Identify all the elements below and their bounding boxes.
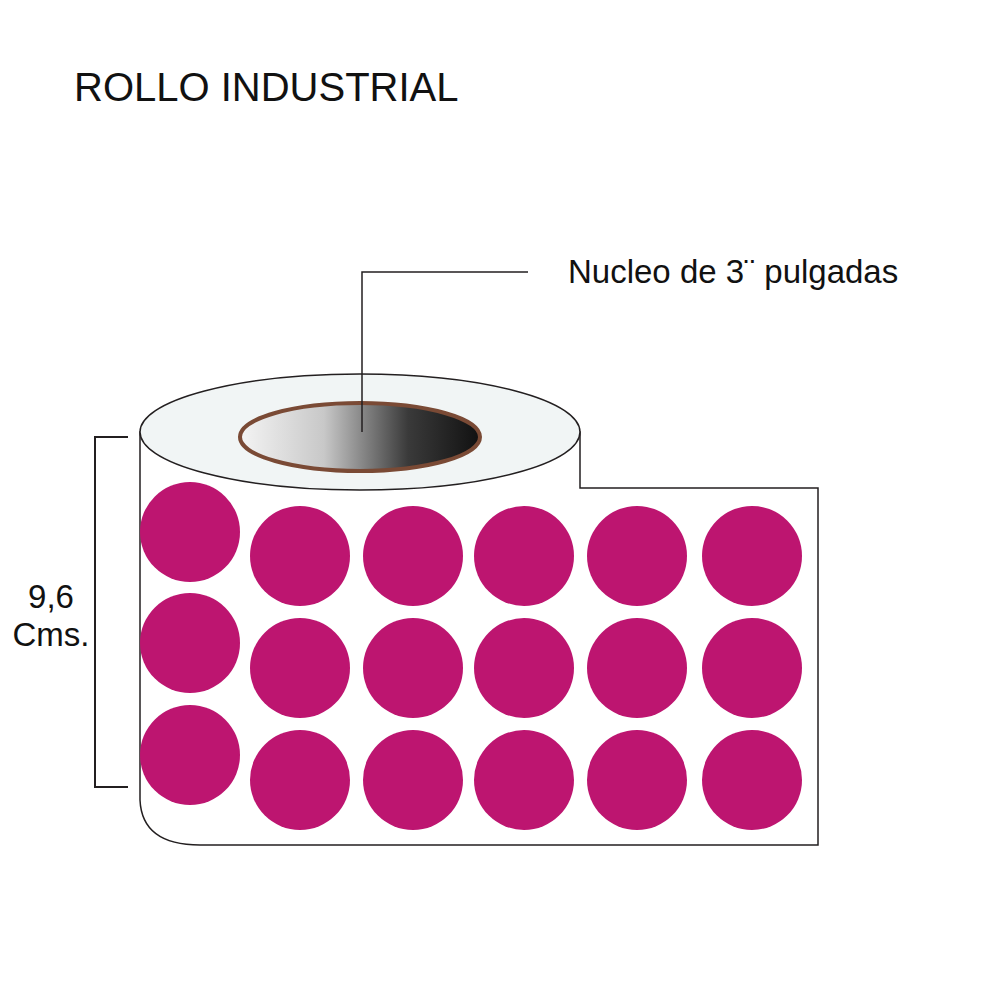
leader-line bbox=[362, 272, 528, 432]
label-dots bbox=[140, 482, 802, 830]
dimension-bracket bbox=[95, 437, 128, 787]
core-label: Nucleo de 3¨ pulgadas bbox=[568, 253, 898, 291]
roll-body bbox=[140, 432, 818, 845]
diagram-title: ROLLO INDUSTRIAL bbox=[74, 64, 459, 110]
roll-top bbox=[140, 374, 580, 490]
roll-core bbox=[240, 403, 480, 471]
dimension-label: 9,6 Cms. bbox=[8, 578, 94, 654]
